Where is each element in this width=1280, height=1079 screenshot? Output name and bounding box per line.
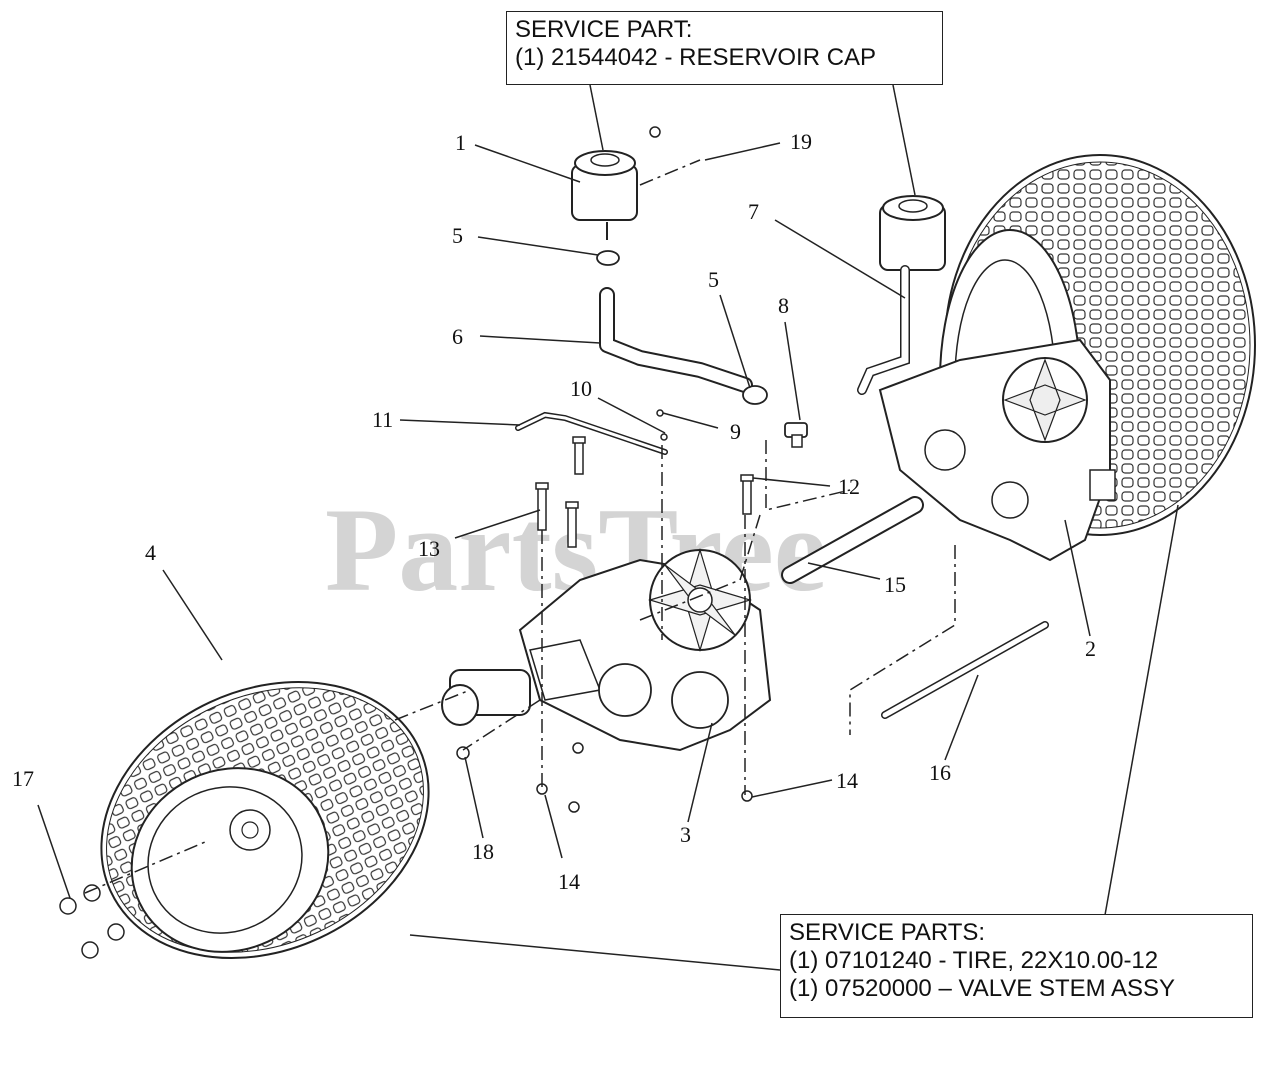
callout-2: 2 <box>1085 636 1096 661</box>
callout-15: 15 <box>884 572 906 597</box>
callout-14b: 14 <box>558 869 580 894</box>
leader-lines <box>37 84 1179 971</box>
callout-1: 1 <box>455 130 466 155</box>
service-parts-tire: (1) 07101240 - TIRE, 22X10.00-12 <box>789 947 1159 974</box>
long-bolt <box>881 621 1049 719</box>
service-parts-heading: SERVICE PARTS: <box>789 919 986 946</box>
service-part-reservoir-cap: (1) 21544042 - RESERVOIR CAP <box>515 44 877 71</box>
callout-18: 18 <box>472 839 494 864</box>
callout-13: 13 <box>418 536 440 561</box>
service-parts-valve-stem: (1) 07520000 – VALVE STEM ASSY <box>789 975 1175 1002</box>
callout-10: 10 <box>570 376 592 401</box>
assembly-lines <box>84 159 956 894</box>
cooling-fan <box>647 547 753 653</box>
callout-6: 6 <box>452 324 463 349</box>
callout-5a: 5 <box>452 223 463 248</box>
callout-4: 4 <box>145 540 156 565</box>
callout-17: 17 <box>12 766 34 791</box>
hose-clamp-top <box>596 250 620 266</box>
callout-16: 16 <box>929 760 951 785</box>
lug-nuts <box>59 884 125 959</box>
callout-numbers: 1 2 3 4 5 5 6 7 8 9 10 11 12 13 14 14 15… <box>12 129 1096 894</box>
elbow-fitting <box>784 422 808 448</box>
service-part-heading: SERVICE PART: <box>515 16 693 43</box>
left-reservoir <box>571 150 638 240</box>
bolts <box>535 436 754 548</box>
callout-19: 19 <box>790 129 812 154</box>
callout-12: 12 <box>838 474 860 499</box>
callout-5b: 5 <box>708 267 719 292</box>
hose-clamp-right <box>742 385 768 405</box>
callout-3: 3 <box>680 822 691 847</box>
callout-14a: 14 <box>836 768 858 793</box>
callout-7: 7 <box>748 199 759 224</box>
right-transaxle <box>878 338 1116 562</box>
callout-9: 9 <box>730 419 741 444</box>
callout-8: 8 <box>778 293 789 318</box>
nuts <box>456 126 753 813</box>
service-part-box-top: SERVICE PART: (1) 21544042 - RESERVOIR C… <box>506 11 943 85</box>
right-reservoir <box>857 195 946 395</box>
service-parts-box-bottom: SERVICE PARTS: (1) 07101240 - TIRE, 22X1… <box>780 914 1253 1018</box>
hose <box>599 287 753 393</box>
left-tire <box>100 681 430 959</box>
linkage-rod <box>515 411 668 455</box>
callout-11: 11 <box>372 407 393 432</box>
